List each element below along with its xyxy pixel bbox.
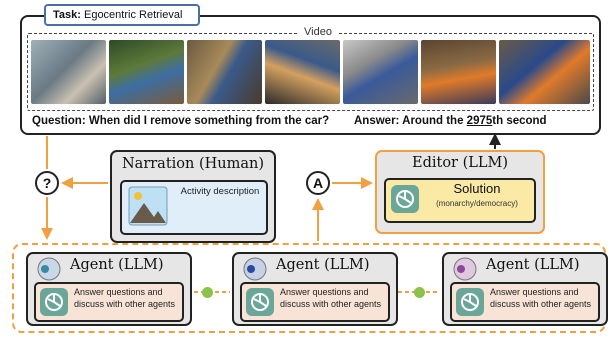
editor-title: Editor (LLM) <box>411 155 509 171</box>
solution-label: Solution <box>453 181 501 196</box>
video-label: Video <box>298 25 338 39</box>
task-name: Egocentric Retrieval <box>83 9 183 21</box>
chatgpt-icon <box>40 288 68 316</box>
video-frame-2 <box>109 40 184 104</box>
agent-text-1: Answer questions and discuss with other … <box>74 287 176 309</box>
chatgpt-icon <box>391 185 419 213</box>
video-frame-5 <box>343 40 418 104</box>
video-frame-6 <box>421 40 496 104</box>
video-frame-4 <box>265 40 340 104</box>
question-marker: ? <box>35 171 59 195</box>
question-text: Question: When did I remove something fr… <box>32 115 330 127</box>
answer-number: 2975 <box>466 115 493 127</box>
answer-text: Answer: Around the 2975th second <box>354 115 547 127</box>
answer-marker: A <box>306 171 330 195</box>
agent-text-3: Answer questions and discuss with other … <box>490 287 592 309</box>
narration-title: Narration (Human) <box>121 156 264 172</box>
solution-sub: (monarchy/democracy) <box>436 199 518 208</box>
chatgpt-icon <box>246 288 274 316</box>
agent-title-2: Agent (LLM) <box>276 257 370 273</box>
video-frame-7 <box>499 40 590 104</box>
video-frame-1 <box>31 40 106 104</box>
task-prefix: Task: <box>53 9 81 21</box>
agent-title-3: Agent (LLM) <box>486 257 580 273</box>
narration-text: Activity description <box>180 186 260 197</box>
task-tab: Task: Egocentric Retrieval <box>44 4 200 26</box>
answer-suffix: th second <box>492 115 547 127</box>
video-frame-3 <box>187 40 262 104</box>
chatgpt-icon <box>456 288 484 316</box>
answer-prefix: Answer: Around the <box>354 115 467 127</box>
link-dot <box>414 287 425 298</box>
agent-avatar-icon <box>453 257 477 281</box>
agent-avatar-icon <box>37 257 61 281</box>
landscape-icon <box>128 186 168 226</box>
agent-avatar-icon <box>243 257 267 281</box>
agent-title-1: Agent (LLM) <box>70 257 164 273</box>
agent-text-2: Answer questions and discuss with other … <box>280 287 382 309</box>
link-dot <box>202 287 213 298</box>
